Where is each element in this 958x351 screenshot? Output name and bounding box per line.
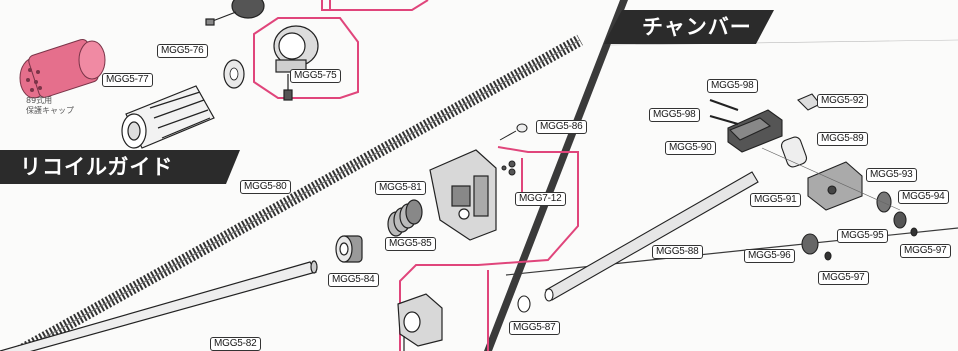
part-label-mgg5-86: MGG5-86 [536, 120, 587, 134]
part-label-mgg5-84: MGG5-84 [328, 273, 379, 287]
chamber-section-title: チャンバー [642, 15, 752, 39]
part-label-mgg5-94: MGG5-94 [898, 190, 949, 204]
section-divider [484, 0, 628, 351]
part-label-mgg5-98-left: MGG5-98 [649, 108, 700, 122]
part-label-mgg5-82: MGG5-82 [210, 337, 261, 351]
chamber-parts [517, 93, 918, 313]
part-label-mgg5-87: MGG5-87 [509, 321, 560, 335]
guide-block-part [429, 149, 497, 241]
recoil-guide-section-title: リコイルガイド [20, 155, 174, 179]
part-label-mgg5-98-top: MGG5-98 [707, 79, 758, 93]
part-label-mgg5-97-bottom: MGG5-97 [818, 271, 869, 285]
small-spring-part [387, 199, 423, 237]
recoil-spring-part [17, 34, 583, 351]
sight-ring-part [273, 25, 319, 101]
part-label-mgg5-97-right: MGG5-97 [900, 244, 951, 258]
part-label-mgg5-92: MGG5-92 [817, 94, 868, 108]
part-label-mgg5-89: MGG5-89 [817, 132, 868, 146]
protective-cap-part [19, 38, 106, 99]
caption-line-2: 保護キャップ [26, 106, 74, 115]
protective-cap-caption: 89式用 保護キャップ [26, 96, 74, 116]
chamber-banner-bg [604, 10, 774, 44]
part-label-mgg7-12: MGG7-12 [515, 192, 566, 206]
guide-rod-part [0, 260, 318, 351]
top-barrel-part [205, 0, 265, 26]
part-label-mgg5-76: MGG5-76 [157, 44, 208, 58]
chamber-frame [505, 39, 958, 276]
part-label-mgg5-95: MGG5-95 [837, 229, 888, 243]
part-label-mgg5-90: MGG5-90 [665, 141, 716, 155]
part-label-mgg5-93: MGG5-93 [866, 168, 917, 182]
caption-line-1: 89式用 [26, 96, 53, 105]
screws-part [499, 123, 528, 176]
part-label-mgg5-96: MGG5-96 [744, 249, 795, 263]
part-label-mgg5-88: MGG5-88 [652, 245, 703, 259]
flash-hider-part [121, 85, 215, 149]
highlight-frames [251, 0, 579, 351]
bushing-part [335, 235, 363, 263]
lower-block-part [397, 293, 443, 351]
part-label-mgg5-77: MGG5-77 [102, 73, 153, 87]
part-label-mgg5-75: MGG5-75 [290, 69, 341, 83]
washer-part [223, 59, 245, 89]
part-label-mgg5-91: MGG5-91 [750, 193, 801, 207]
part-label-mgg5-85: MGG5-85 [385, 237, 436, 251]
part-label-mgg5-80: MGG5-80 [240, 180, 291, 194]
recoil-guide-banner-bg [0, 150, 240, 184]
part-label-mgg5-81: MGG5-81 [375, 181, 426, 195]
